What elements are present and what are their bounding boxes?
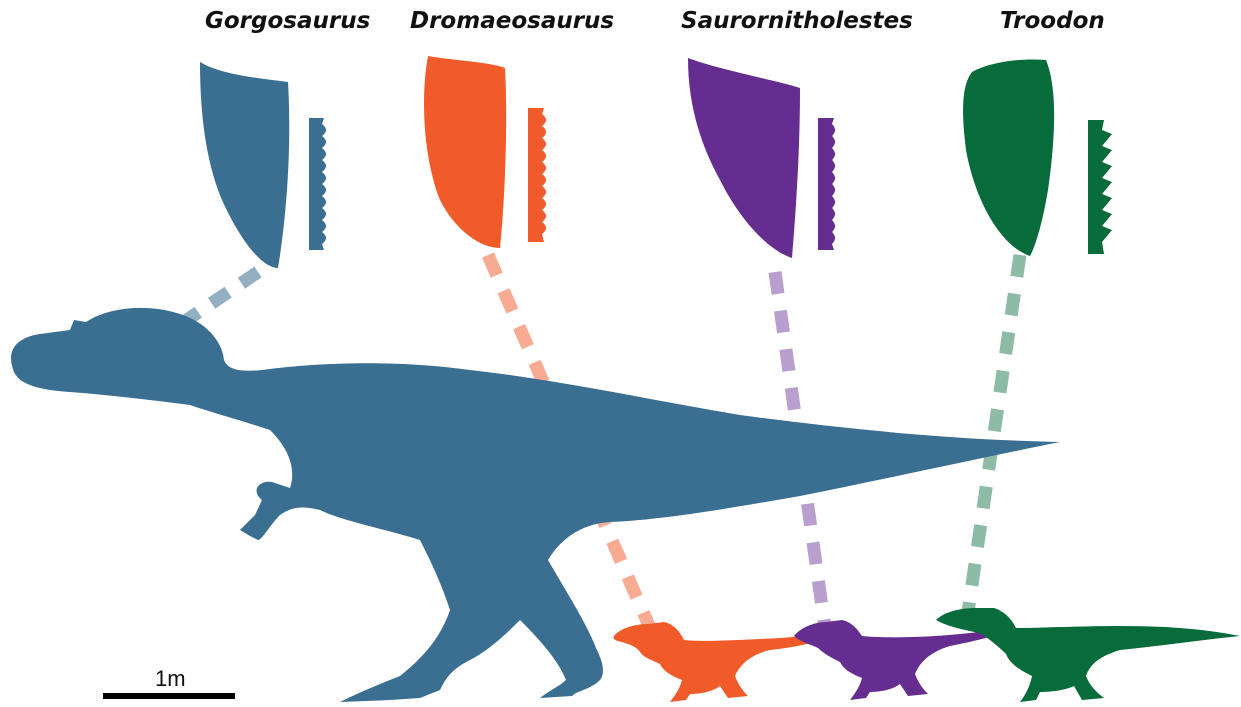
saurornitholestes-serration <box>818 118 835 250</box>
dromaeosaurus-serration <box>528 108 546 242</box>
species-label-dromaeosaurus: Dromaeosaurus <box>410 8 614 34</box>
species-label-saurornitholestes: Saurornitholestes <box>681 8 913 34</box>
species-label-gorgosaurus: Gorgosaurus <box>205 8 370 34</box>
species-label-troodon: Troodon <box>1000 8 1105 34</box>
scale-bar <box>103 693 235 699</box>
troodon-connector <box>968 255 1020 612</box>
saurornitholestes-tooth <box>688 58 800 258</box>
troodon-serration <box>1088 120 1112 254</box>
scale-bar-label: 1m <box>155 666 186 692</box>
gorgosaurus-tooth <box>200 62 289 268</box>
troodon-tooth <box>963 60 1054 257</box>
gorgosaurus-serration <box>309 118 326 250</box>
troodon-silhouette <box>936 608 1240 702</box>
dromaeosaurus-tooth <box>424 56 506 248</box>
